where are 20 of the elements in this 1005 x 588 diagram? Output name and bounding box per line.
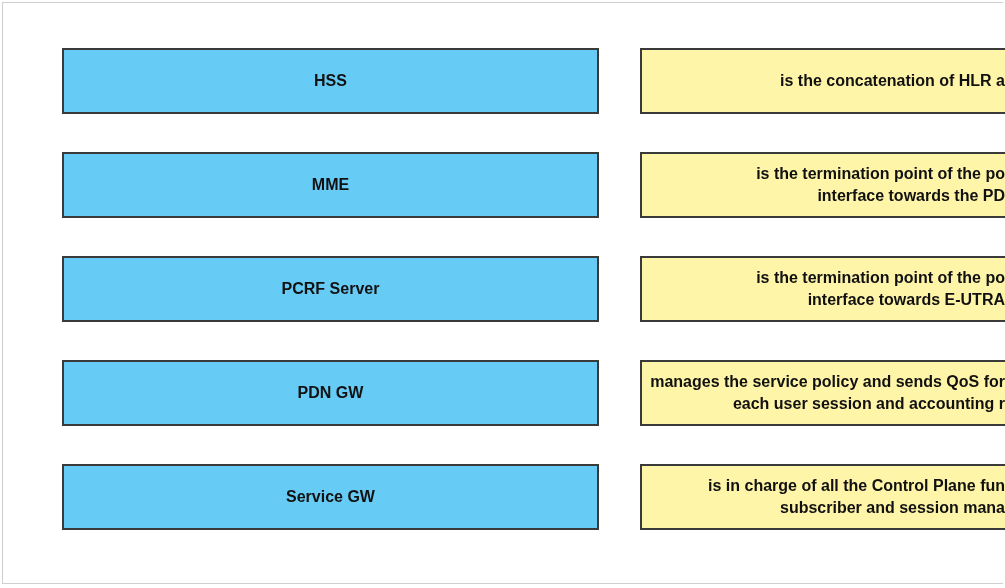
component-name: HSS: [314, 71, 347, 91]
description-text: is in charge of all the Control Plane fun subscriber and session mana: [707, 476, 1005, 518]
component-box: [62, 464, 599, 530]
description-box: [640, 48, 1005, 114]
description-text: is the termination point of the po interface towards E-UTRA: [755, 268, 1005, 310]
component-box: [62, 152, 599, 218]
description-text: is the concatenation of HLR a: [780, 71, 1005, 91]
component-name: Service GW: [286, 487, 375, 507]
component-box: [62, 256, 599, 322]
description-box: [640, 152, 1005, 218]
description-box: [640, 256, 1005, 322]
description-text: is the termination point of the po interface towards the PD: [755, 164, 1005, 206]
component-name: PCRF Server: [281, 279, 380, 299]
component-box: [62, 48, 599, 114]
component-name: PDN GW: [297, 383, 364, 403]
component-name: MME: [311, 175, 350, 195]
description-box: [640, 360, 1005, 426]
description-text: manages the service policy and sends QoS for each user session and accounting r: [649, 372, 1005, 414]
description-box: [640, 464, 1005, 530]
component-box: [62, 360, 599, 426]
